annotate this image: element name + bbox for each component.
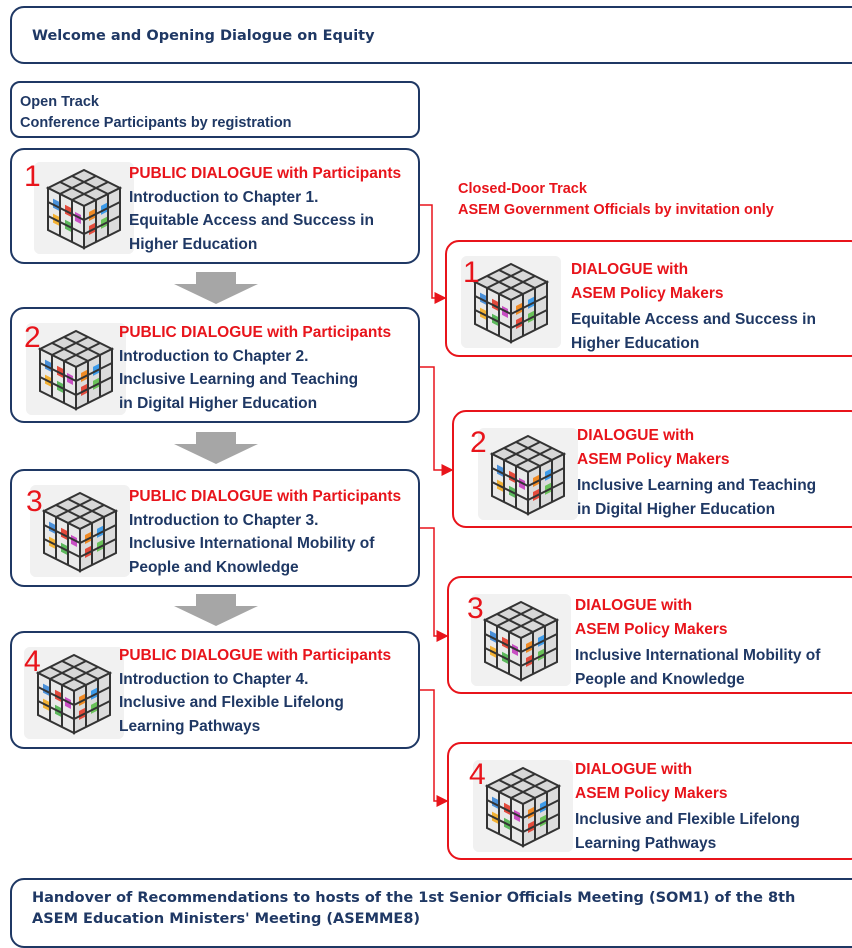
session-number: 2 xyxy=(24,321,41,354)
open-track-label: Open Track Conference Participants by re… xyxy=(20,92,292,134)
opening-banner: Welcome and Opening Dialogue on Equity xyxy=(10,6,852,64)
session-heading-line2: ASEM Policy Makers xyxy=(575,784,728,802)
session-title-line1: Equitable Access and Success in xyxy=(129,212,374,229)
down-arrow-icon xyxy=(174,272,258,304)
session-heading: PUBLIC DIALOGUE with Participants xyxy=(119,647,392,664)
session-number: 1 xyxy=(24,160,41,193)
closed-track-title: Closed-Door Track xyxy=(458,181,587,197)
session-heading: PUBLIC DIALOGUE with Participants xyxy=(119,324,392,341)
session-title-line2: in Digital Higher Education xyxy=(119,394,318,412)
session-text: DIALOGUE with ASEM Policy Makers Inclusi… xyxy=(577,424,816,521)
session-title-line2: People and Knowledge xyxy=(575,670,745,688)
session-heading-line2: ASEM Policy Makers xyxy=(571,284,724,302)
opening-banner-text: Welcome and Opening Dialogue on Equity xyxy=(32,28,375,44)
session-title-line2: Learning Pathways xyxy=(119,717,261,735)
down-arrow-icon xyxy=(174,432,258,464)
rubiks-cube-icon xyxy=(26,323,126,415)
session-intro: Introduction to Chapter 1. xyxy=(129,188,319,206)
rubiks-cube-icon xyxy=(461,256,561,348)
session-title-line2: Higher Education xyxy=(571,334,700,352)
connector-arrow-icon xyxy=(420,204,447,304)
closed-track-subtitle: ASEM Government Officials by invitation … xyxy=(458,202,774,218)
session-number: 1 xyxy=(463,256,480,289)
session-heading-line2: ASEM Policy Makers xyxy=(577,450,730,468)
policy-session-3: 3 DIALOGUE with ASEM Policy Makers Inclu… xyxy=(447,576,852,694)
session-heading-line1: DIALOGUE with xyxy=(577,427,695,444)
connector-arrow-icon xyxy=(420,366,454,476)
session-heading: PUBLIC DIALOGUE with Participants xyxy=(129,488,402,505)
session-title-line1: Inclusive Learning and Teaching xyxy=(577,477,817,494)
connector-arrow-icon xyxy=(420,527,449,642)
session-intro: Introduction to Chapter 2. xyxy=(119,347,309,365)
policy-session-2: 2 DIALOGUE with ASEM Policy Makers Inclu… xyxy=(452,410,852,528)
handover-banner: Handover of Recommendations to hosts of … xyxy=(10,878,852,948)
session-text: DIALOGUE with ASEM Policy Makers Inclusi… xyxy=(575,594,820,691)
session-heading-line2: ASEM Policy Makers xyxy=(575,620,728,638)
public-session-3: 3 PUBLIC DIALOGUE with Participants Intr… xyxy=(10,469,420,587)
public-session-4: 4 PUBLIC DIALOGUE with Participants Intr… xyxy=(10,631,420,749)
closed-track-label: Closed-Door Track ASEM Government Offici… xyxy=(458,179,774,221)
rubiks-cube-icon xyxy=(30,485,130,577)
open-track-header: Open Track Conference Participants by re… xyxy=(10,81,420,138)
rubiks-cube-icon xyxy=(24,647,124,739)
session-heading: PUBLIC DIALOGUE with Participants xyxy=(129,165,402,182)
handover-banner-text: Handover of Recommendations to hosts of … xyxy=(32,888,852,930)
session-text: PUBLIC DIALOGUE with Participants Introd… xyxy=(129,162,401,256)
policy-session-1: 1 DIALOGUE with ASEM Policy Makers Equit… xyxy=(445,240,852,357)
session-text: PUBLIC DIALOGUE with Participants Introd… xyxy=(129,485,401,579)
open-track-subtitle: Conference Participants by registration xyxy=(20,115,292,131)
session-title-line2: Higher Education xyxy=(129,235,258,253)
session-number: 4 xyxy=(469,758,486,791)
session-text: PUBLIC DIALOGUE with Participants Introd… xyxy=(119,644,391,738)
session-title-line1: Inclusive and Flexible Lifelong xyxy=(575,811,800,828)
connector-arrow-icon xyxy=(420,689,449,807)
session-text: DIALOGUE with ASEM Policy Makers Inclusi… xyxy=(575,758,800,855)
session-title-line1: Inclusive International Mobility of xyxy=(129,535,375,552)
session-title-line1: Inclusive International Mobility of xyxy=(575,647,821,664)
public-session-1: 1 PUBLIC DIALOGUE with Participants Intr… xyxy=(10,148,420,264)
session-title-line1: Inclusive Learning and Teaching xyxy=(119,371,359,388)
session-title-line2: People and Knowledge xyxy=(129,558,299,576)
session-number: 3 xyxy=(26,485,43,518)
public-session-2: 2 PUBLIC DIALOGUE with Participants Intr… xyxy=(10,307,420,423)
open-track-title: Open Track xyxy=(20,94,99,110)
down-arrow-icon xyxy=(174,594,258,626)
session-heading-line1: DIALOGUE with xyxy=(575,597,693,614)
session-intro: Introduction to Chapter 3. xyxy=(129,511,319,529)
handover-line2: ASEM Education Ministers' Meeting (ASEMM… xyxy=(32,911,421,927)
session-intro: Introduction to Chapter 4. xyxy=(119,670,309,688)
session-text: DIALOGUE with ASEM Policy Makers Equitab… xyxy=(571,258,816,355)
session-text: PUBLIC DIALOGUE with Participants Introd… xyxy=(119,321,391,415)
session-title-line1: Inclusive and Flexible Lifelong xyxy=(119,694,344,711)
session-heading-line1: DIALOGUE with xyxy=(571,261,689,278)
rubiks-cube-icon xyxy=(471,594,571,686)
session-title-line2: Learning Pathways xyxy=(575,834,717,852)
rubiks-cube-icon xyxy=(34,162,134,254)
rubiks-cube-icon xyxy=(473,760,573,852)
session-number: 3 xyxy=(467,592,484,625)
policy-session-4: 4 DIALOGUE with ASEM Policy Makers Inclu… xyxy=(447,742,852,860)
rubiks-cube-icon xyxy=(478,428,578,520)
session-number: 4 xyxy=(24,645,41,678)
session-number: 2 xyxy=(470,426,487,459)
session-heading-line1: DIALOGUE with xyxy=(575,761,693,778)
handover-line1: Handover of Recommendations to hosts of … xyxy=(32,890,796,906)
session-title-line2: in Digital Higher Education xyxy=(577,500,776,518)
session-title-line1: Equitable Access and Success in xyxy=(571,311,816,328)
